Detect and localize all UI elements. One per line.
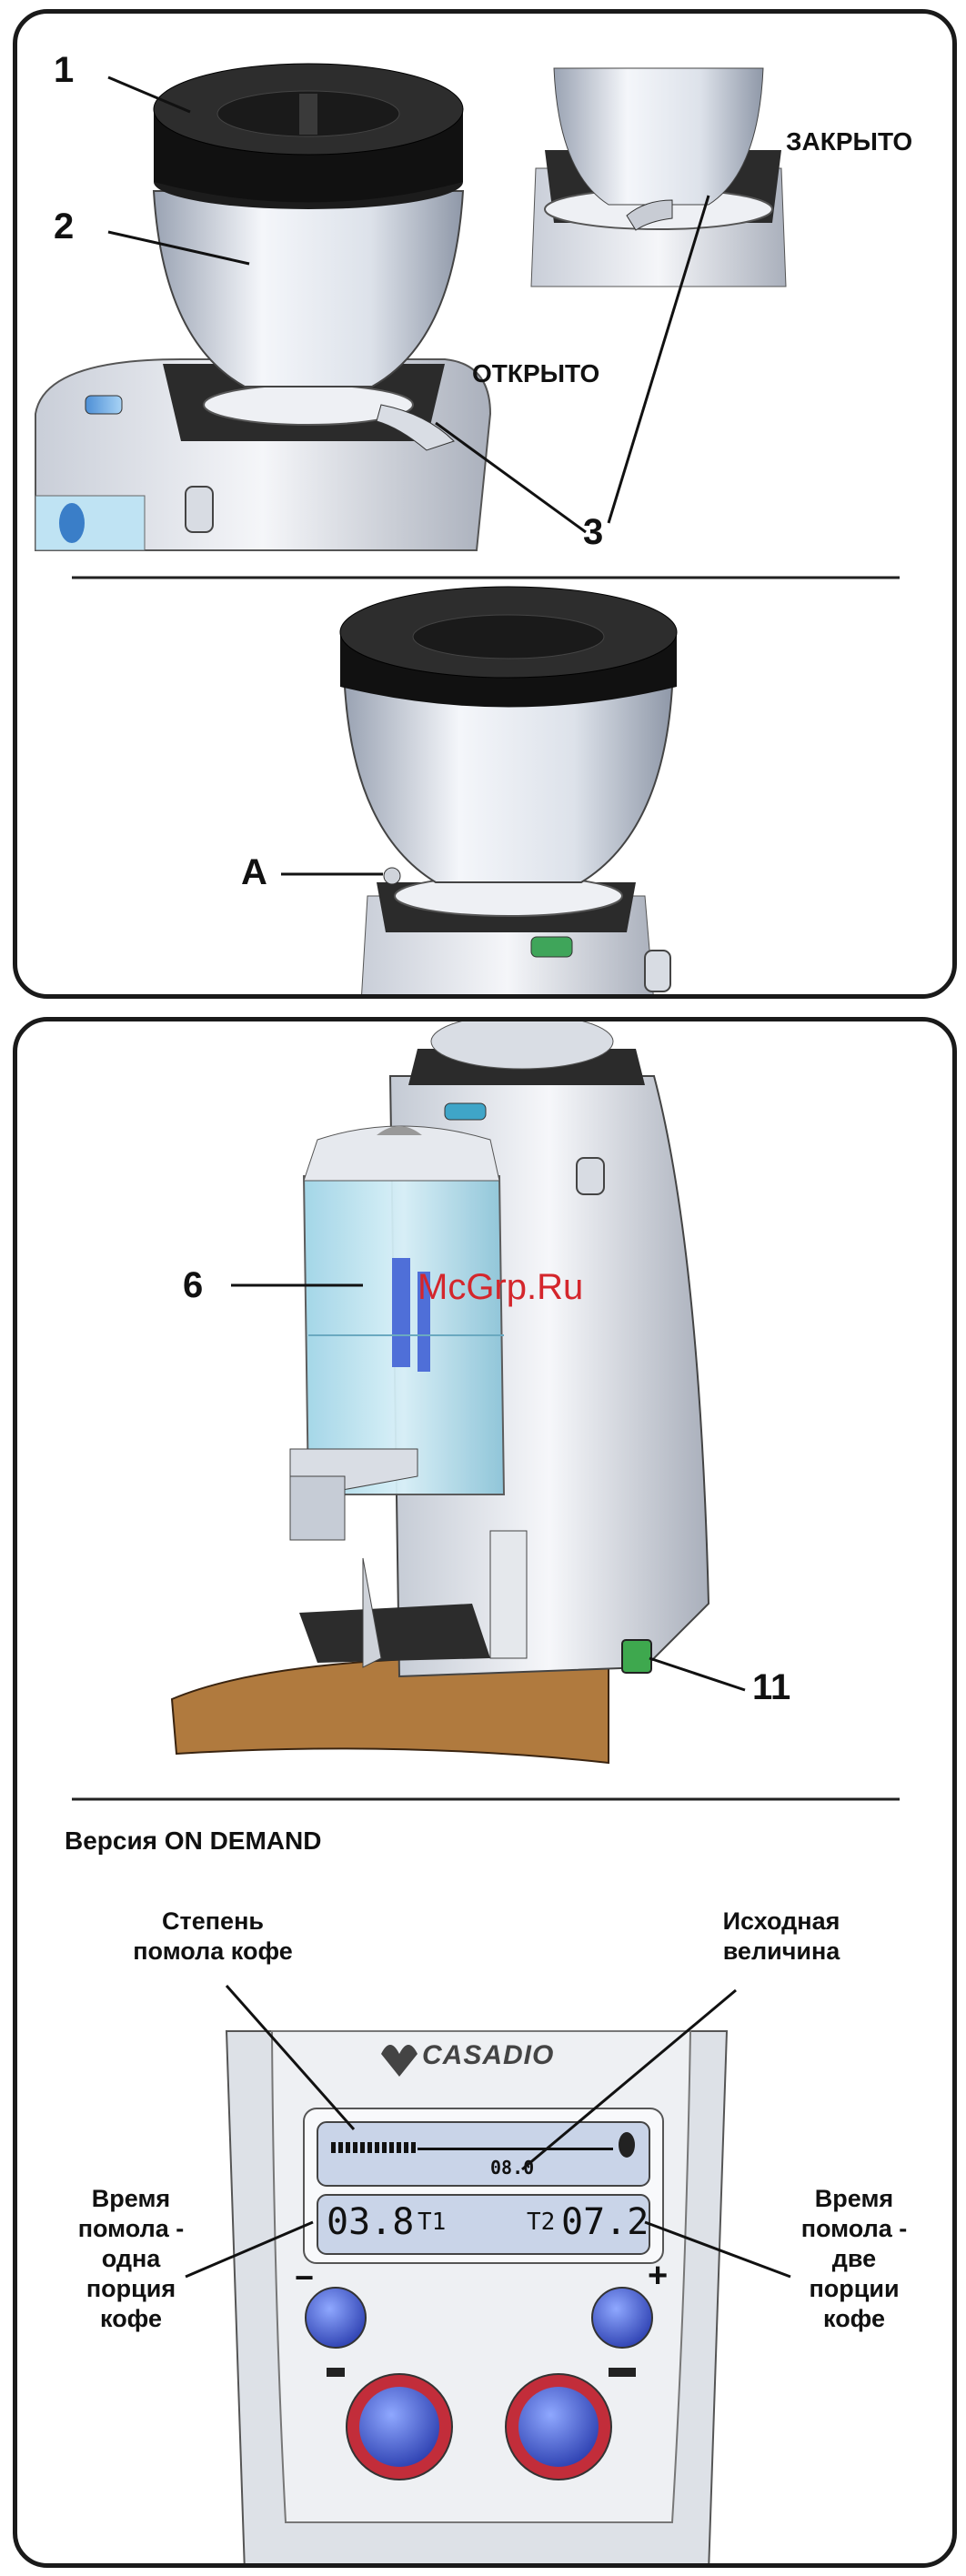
lcd-bar-segment: [353, 2142, 357, 2153]
panel-top-assembly: 1 2 3 A ОТКРЫТО ЗАКРЫТО: [13, 9, 957, 999]
double-dose-button[interactable]: [506, 2374, 611, 2480]
plus-sign: +: [648, 2257, 668, 2296]
plus-button[interactable]: [592, 2288, 652, 2348]
lcd-bar-segment: [346, 2142, 350, 2153]
state-closed-label: ЗАКРЫТО: [786, 127, 912, 156]
state-open-label: ОТКРЫТО: [472, 359, 599, 388]
lcd-bar-segment: [389, 2142, 394, 2153]
lcd-bar-segment: [375, 2142, 379, 2153]
panel-bottom-machine: McGrp.Ru 6 11 Версия ON DEMAND Степень п…: [13, 1017, 957, 2568]
annotation-line: Исходная: [690, 1907, 872, 1937]
watermark-text: McGrp.Ru: [418, 1267, 583, 1308]
grinder-illustration: [17, 1021, 957, 2568]
annotation-line: порция: [54, 2274, 208, 2304]
callout-11: 11: [752, 1667, 790, 1708]
minus-sign: −: [295, 2259, 314, 2297]
annotation-line: одна: [54, 2244, 208, 2274]
annotation-line: величина: [690, 1937, 872, 1967]
annotation-line: кофе: [772, 2304, 936, 2334]
annotation-line: порции: [772, 2274, 936, 2304]
lcd-bar-segment: [367, 2142, 372, 2153]
annotation-time-two-portions: Время помола - две порции кофе: [772, 2184, 936, 2334]
callout-3: 3: [583, 512, 603, 553]
callout-6: 6: [183, 1265, 203, 1306]
lcd-right-tag: T2: [527, 2209, 555, 2236]
annotation-line: две: [772, 2244, 936, 2274]
lcd-bar-segment: [404, 2142, 408, 2153]
lcd-bar-segment: [338, 2142, 343, 2153]
annotation-line: Время: [772, 2184, 936, 2214]
callout-2: 2: [54, 206, 74, 247]
annotation-line: Степень: [113, 1907, 313, 1937]
annotation-line: помола -: [772, 2214, 936, 2244]
annotation-line: кофе: [54, 2304, 208, 2334]
annotation-line: помола -: [54, 2214, 208, 2244]
lcd-center-value: 08.0: [490, 2157, 534, 2179]
lcd-left-tag: T1: [418, 2209, 446, 2236]
lcd-bar-segment: [411, 2142, 416, 2153]
annotation-time-one-portion: Время помола - одна порция кофе: [54, 2184, 208, 2334]
lcd-bar-segment: [382, 2142, 387, 2153]
section-heading: Версия ON DEMAND: [65, 1826, 321, 1856]
minus-button[interactable]: [306, 2288, 366, 2348]
lcd-bar-segment: [331, 2142, 336, 2153]
annotation-line: Время: [54, 2184, 208, 2214]
lcd-bar-track: [418, 2148, 613, 2150]
hopper-illustration: [17, 14, 957, 999]
single-dose-button[interactable]: [347, 2374, 452, 2480]
lcd-bar-segment: [360, 2142, 365, 2153]
brand-logo-text: CASADIO: [422, 2040, 554, 2071]
lcd-right-value: 07.2: [561, 2201, 649, 2243]
annotation-initial-value: Исходная величина: [690, 1907, 872, 1967]
lcd-bar-segment: [397, 2142, 401, 2153]
annotation-grind-degree: Степень помола кофе: [113, 1907, 313, 1967]
callout-1: 1: [54, 50, 74, 91]
callout-a: A: [241, 852, 267, 893]
annotation-line: помола кофе: [113, 1937, 313, 1967]
lcd-left-value: 03.8: [327, 2201, 414, 2243]
